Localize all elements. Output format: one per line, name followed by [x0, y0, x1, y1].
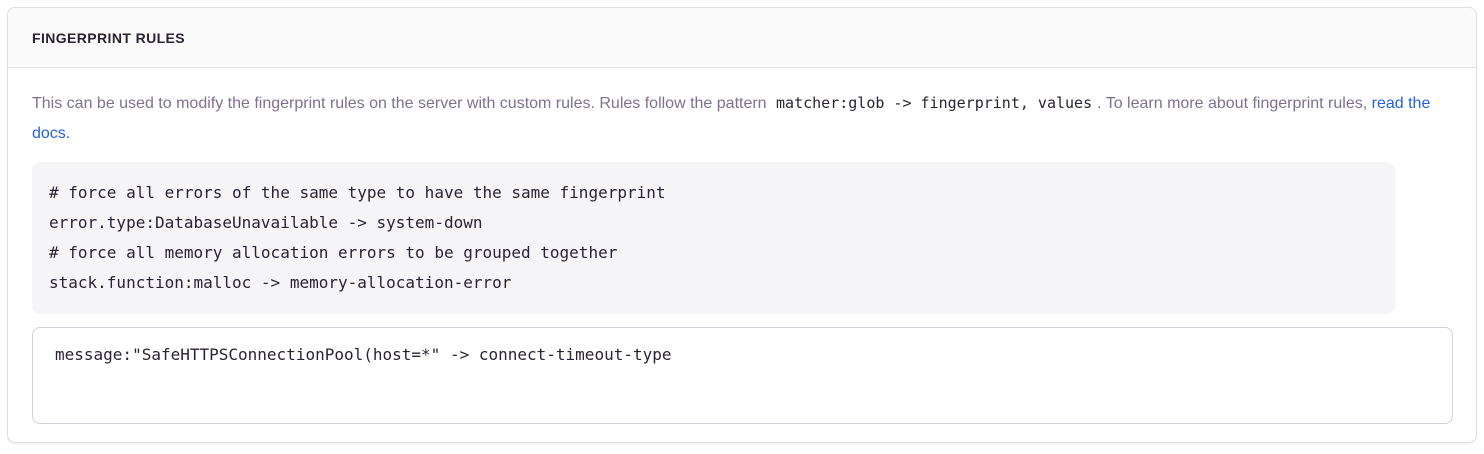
panel-title: FINGERPRINT RULES — [32, 29, 186, 46]
fingerprint-rules-panel: FINGERPRINT RULES This can be used to mo… — [7, 7, 1477, 443]
description-text-after: . To learn more about fingerprint rules, — [1097, 95, 1372, 112]
fingerprint-rules-textarea[interactable]: message:"SafeHTTPSConnectionPool(host=*"… — [32, 327, 1453, 424]
description-text-before: This can be used to modify the fingerpri… — [32, 95, 772, 112]
example-code-line: # force all errors of the same type to h… — [49, 183, 666, 202]
example-code-block: # force all errors of the same type to h… — [32, 162, 1395, 314]
example-code-line: # force all memory allocation errors to … — [49, 243, 618, 262]
example-code-line: error.type:DatabaseUnavailable -> system… — [49, 213, 483, 232]
pattern-inline-code: matcher:glob -> fingerprint, values — [776, 94, 1093, 112]
read-the-docs-link[interactable]: read the docs. — [32, 95, 1431, 142]
panel-body: This can be used to modify the fingerpri… — [8, 68, 1476, 442]
example-code-line: stack.function:malloc -> memory-allocati… — [49, 273, 512, 292]
description: This can be used to modify the fingerpri… — [32, 88, 1452, 149]
panel-header: FINGERPRINT RULES — [8, 8, 1476, 68]
